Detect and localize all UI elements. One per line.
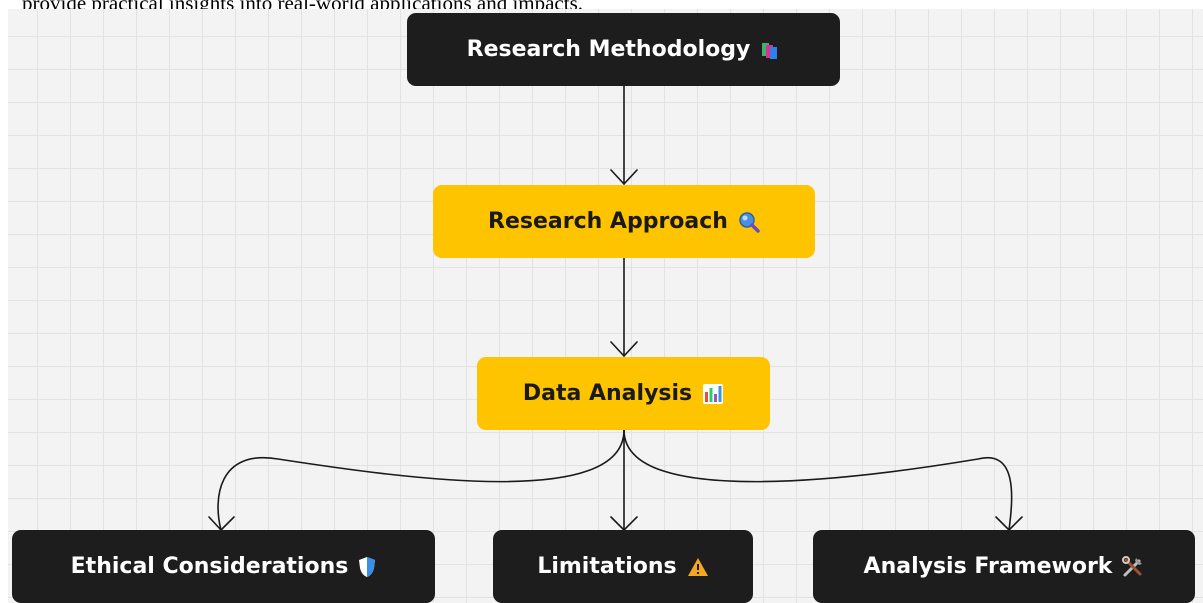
node-label: Limitations xyxy=(537,554,677,579)
bar-chart-icon xyxy=(702,383,724,405)
node-research-approach[interactable]: Research Approach xyxy=(433,185,815,258)
shield-icon xyxy=(358,556,376,578)
edge-approach-to-analysis xyxy=(610,257,638,357)
edge-analysis-to-ethical xyxy=(208,429,625,531)
edge-analysis-to-framework xyxy=(623,429,1023,531)
edges-layer xyxy=(208,84,1023,531)
edge-analysis-to-limitations xyxy=(610,429,638,531)
diagram-canvas: Research Methodology Research Approach D… xyxy=(8,9,1203,603)
node-research-methodology[interactable]: Research Methodology xyxy=(407,13,840,86)
warning-icon xyxy=(687,557,709,577)
node-label: Research Approach xyxy=(488,209,728,234)
node-data-analysis[interactable]: Data Analysis xyxy=(477,357,770,430)
node-analysis-framework[interactable]: Analysis Framework xyxy=(813,530,1195,603)
books-icon xyxy=(760,40,780,60)
node-label: Research Methodology xyxy=(466,37,751,62)
node-label: Analysis Framework xyxy=(863,554,1113,579)
node-label: Data Analysis xyxy=(522,381,693,406)
edge-methodology-to-approach xyxy=(610,84,638,185)
node-ethical-considerations[interactable]: Ethical Considerations xyxy=(12,530,435,603)
tools-icon xyxy=(1122,555,1144,578)
node-label: Ethical Considerations xyxy=(70,554,349,579)
node-limitations[interactable]: Limitations xyxy=(493,530,753,603)
magnifying-glass-icon xyxy=(738,211,760,233)
